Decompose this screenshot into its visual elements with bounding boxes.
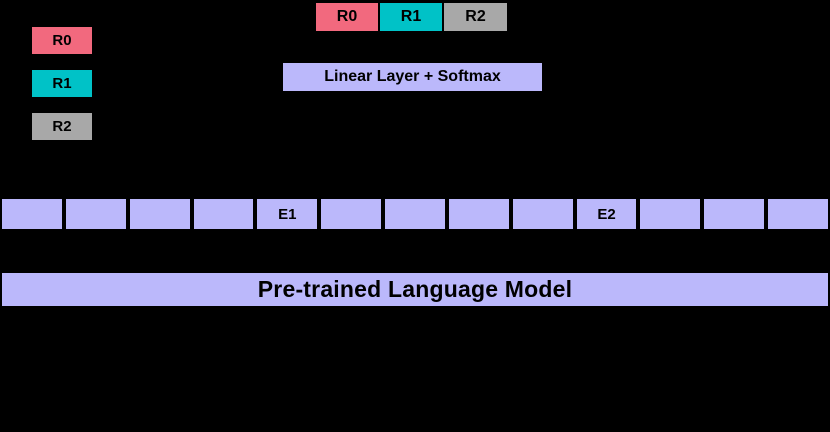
token-cell [0,197,64,231]
prediction-strip: R0 R1 R2 [315,2,508,32]
legend-item-r1: R1 [31,69,93,98]
token-cell [766,197,830,231]
token-embedding-row: E1 E2 [0,197,830,231]
legend-item-r0: R0 [31,26,93,55]
prediction-segment-r1: R1 [379,2,443,32]
token-cell [446,197,511,231]
token-cell [191,197,256,231]
token-cell-e2: E2 [574,197,639,231]
pretrained-language-model-bar: Pre-trained Language Model [0,271,830,308]
token-cell [63,197,128,231]
prediction-segment-r2: R2 [443,2,508,32]
token-cell [383,197,447,231]
token-cell [702,197,767,231]
token-cell [510,197,575,231]
token-cell [319,197,384,231]
legend-item-r2: R2 [31,112,93,141]
token-cell [638,197,703,231]
token-cell-e1: E1 [255,197,320,231]
linear-layer-softmax-box: Linear Layer + Softmax [282,62,543,92]
token-cell [127,197,192,231]
prediction-segment-r0: R0 [315,2,379,32]
